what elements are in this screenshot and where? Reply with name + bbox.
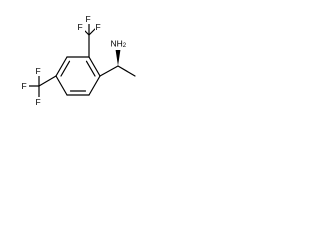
ring-to-chiral-carbon-bond	[99, 65, 119, 77]
molecule-structure: F F F F F F NH2	[21, 14, 136, 107]
ring-double-bond	[60, 60, 71, 77]
fluorine-label: F	[22, 81, 27, 91]
label-background	[95, 22, 103, 32]
benzene-ring	[55, 56, 101, 96]
label-background	[35, 97, 43, 107]
cf3-group-lower	[28, 74, 57, 98]
ring-bond	[55, 56, 68, 77]
wedge-bond	[115, 50, 121, 66]
ring-bond	[88, 75, 101, 96]
label-background	[77, 22, 85, 32]
ring-bond	[88, 56, 101, 77]
label-background	[85, 14, 93, 24]
side-chain	[99, 50, 136, 77]
atom-labels: F F F F F F NH2	[21, 14, 128, 107]
ring-double-bond	[85, 60, 96, 77]
ring-bond	[55, 75, 68, 96]
fluorine-label: F	[86, 14, 91, 24]
fluorine-label: F	[36, 97, 41, 107]
amine-label: NH2	[111, 39, 127, 50]
amine-text: NH	[111, 39, 123, 49]
label-background	[35, 66, 43, 76]
methyl-bond	[117, 65, 136, 77]
fluorine-label: F	[36, 66, 41, 76]
amine-subscript: 2	[123, 43, 127, 49]
label-background	[21, 81, 29, 91]
ring-to-cf3-bond	[38, 75, 57, 87]
fluorine-label: F	[96, 22, 101, 32]
label-background	[110, 38, 128, 49]
fluorine-label: F	[78, 22, 83, 32]
